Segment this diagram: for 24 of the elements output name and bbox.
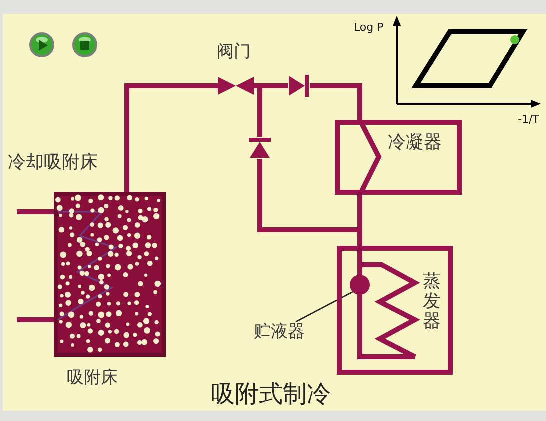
pipe bbox=[358, 228, 362, 246]
evaporator-box bbox=[337, 246, 453, 375]
caption: 吸附式制冷 bbox=[211, 381, 331, 408]
check-valve-symbol bbox=[249, 137, 271, 159]
pipe bbox=[258, 88, 262, 137]
status-label: 冷却吸附床 bbox=[8, 153, 98, 173]
pipe bbox=[124, 84, 218, 192]
pipe bbox=[358, 195, 362, 228]
pipe bbox=[258, 159, 358, 232]
condenser-box bbox=[335, 120, 462, 195]
check-valve-symbol bbox=[288, 75, 310, 97]
pipe bbox=[17, 318, 54, 322]
pipe bbox=[17, 210, 54, 214]
pipe bbox=[310, 84, 362, 120]
receiver-dot bbox=[350, 275, 370, 295]
axis-label: -1/T bbox=[518, 114, 540, 126]
component-label: 冷凝器 bbox=[388, 133, 442, 153]
valve-symbol bbox=[218, 77, 254, 95]
leader-line bbox=[296, 291, 354, 323]
component-label: 蒸发器 bbox=[423, 272, 441, 332]
axis-label: Log P bbox=[354, 22, 384, 34]
valve-label: 阀门 bbox=[217, 43, 251, 62]
bed-label: 吸附床 bbox=[67, 369, 118, 388]
component-label: 贮液器 bbox=[254, 323, 305, 342]
